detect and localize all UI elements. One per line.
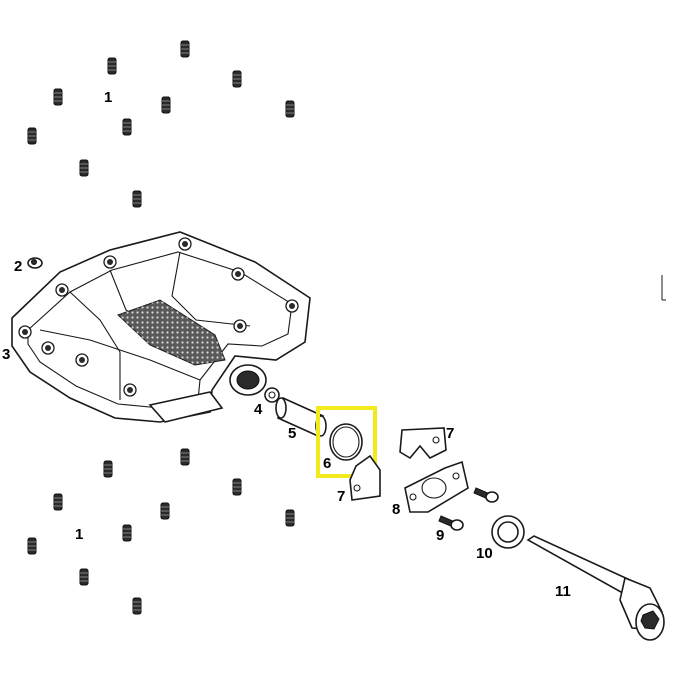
highlight-box	[316, 406, 377, 478]
pin-boss-hole-4	[235, 271, 241, 277]
part-8-plate	[404, 460, 469, 513]
callout-5: 5	[288, 425, 296, 442]
callout-8: 8	[392, 501, 400, 518]
pin-top-10	[132, 190, 142, 208]
callout-3: 3	[2, 346, 10, 363]
pin-boss-hole-9	[237, 323, 243, 329]
pin-boss-hole-3	[182, 241, 188, 247]
part-10-bearing	[491, 515, 525, 549]
part-9-screw-upper	[473, 487, 499, 503]
part-7-lower-clip	[349, 454, 381, 501]
pin-boss-hole-1	[59, 287, 65, 293]
pin-bottom-2	[180, 448, 190, 466]
pin-boss-hole-6	[22, 329, 28, 335]
callout-7-upper: 7	[446, 425, 454, 442]
pin-top-4	[53, 88, 63, 106]
callout-1-bottom: 1	[75, 526, 83, 543]
pin-bottom-1	[103, 460, 113, 478]
pin-bottom-10	[132, 597, 142, 615]
pin-top-9	[79, 159, 89, 177]
pin-bottom-5	[160, 502, 170, 520]
pin-bottom-8	[27, 537, 37, 555]
callout-9: 9	[436, 527, 444, 544]
part-7-upper-clip	[399, 427, 447, 460]
pin-boss-hole-8	[127, 387, 133, 393]
pin-bottom-9	[79, 568, 89, 586]
callout-11: 11	[555, 583, 571, 600]
part-2-screw	[27, 257, 43, 269]
pin-bottom-3	[232, 478, 242, 496]
part-9-screw-lower	[438, 515, 464, 531]
callout-4: 4	[254, 401, 263, 418]
edge-mark	[661, 275, 666, 301]
part-11-axle	[526, 535, 665, 641]
pin-bottom-4	[53, 493, 63, 511]
pin-top-5	[161, 96, 171, 114]
pin-top-2	[107, 57, 117, 75]
pin-boss-hole-5	[289, 303, 295, 309]
pin-top-1	[180, 40, 190, 58]
pin-group-bottom	[27, 448, 295, 615]
pin-top-3	[232, 70, 242, 88]
pin-boss-hole-10	[45, 345, 51, 351]
callout-2: 2	[14, 258, 22, 275]
part-4-washer	[264, 387, 280, 403]
pin-top-7	[122, 118, 132, 136]
part-6-o-ring	[329, 423, 363, 461]
pin-bottom-6	[285, 509, 295, 527]
callout-1-top: 1	[104, 89, 112, 106]
pin-bottom-7	[122, 524, 132, 542]
callout-10: 10	[476, 545, 493, 562]
pin-boss-hole-2	[107, 259, 113, 265]
pin-top-6	[285, 100, 295, 118]
callout-7-lower: 7	[337, 488, 345, 505]
pin-group-top	[27, 40, 295, 208]
callout-6: 6	[323, 455, 331, 472]
pin-top-8	[27, 127, 37, 145]
pin-boss-hole-7	[79, 357, 85, 363]
part-3-pedal-body	[11, 231, 311, 423]
